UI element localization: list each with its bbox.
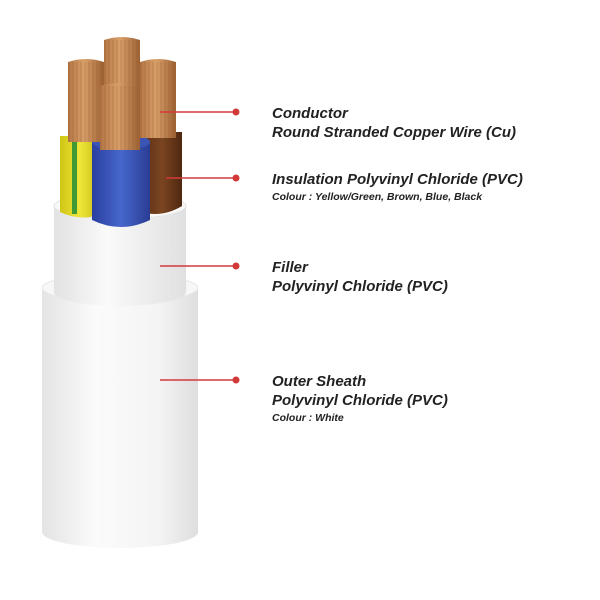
conductor-subtitle: Round Stranded Copper Wire (Cu) — [272, 124, 517, 141]
red-dot-icon — [232, 108, 240, 116]
outer-sheath-colour-note: Colour : White — [272, 412, 344, 424]
outer-sheath-subtitle: Polyvinyl Chloride (PVC) — [272, 392, 448, 409]
insulation-colour-note: Colour : Yellow/Green, Brown, Blue, Blac… — [272, 191, 483, 203]
outer-sheath-label: Outer Sheath Polyvinyl Chloride (PVC) Co… — [272, 372, 448, 425]
filler-label: Filler Polyvinyl Chloride (PVC) — [272, 258, 448, 296]
conductor-title: Conductor — [272, 105, 348, 122]
copper-conductors — [68, 37, 176, 150]
insulation-label: Insulation Polyvinyl Chloride (PVC) Colo… — [272, 170, 523, 204]
red-dot-icon — [232, 174, 240, 182]
insulation-title: Insulation Polyvinyl Chloride (PVC) — [272, 171, 523, 188]
outer-sheath-title: Outer Sheath — [272, 373, 367, 390]
leader-lines — [160, 108, 240, 384]
conductor-label: Conductor Round Stranded Copper Wire (Cu… — [272, 104, 516, 142]
red-dot-icon — [232, 262, 240, 270]
red-dot-icon — [232, 376, 240, 384]
filler-subtitle: Polyvinyl Chloride (PVC) — [272, 278, 448, 295]
filler-title: Filler — [272, 259, 308, 276]
outer-sheath-part — [41, 273, 199, 548]
